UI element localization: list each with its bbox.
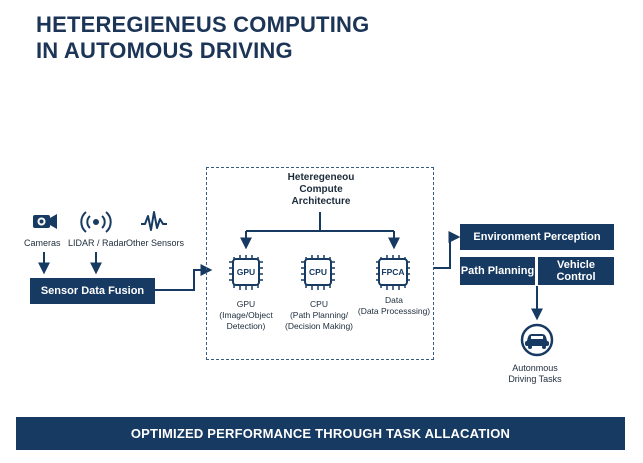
gpu-chip-label: GPU — [236, 267, 256, 277]
waveform-icon — [141, 211, 167, 231]
task-label-line: Autonmous — [512, 363, 558, 373]
title-line-2: IN AUTOMOUS DRIVING — [36, 38, 293, 63]
cpu-chip-icon — [301, 255, 335, 290]
gpu-chip-icon — [229, 255, 263, 290]
title-line-1: HETEREGIENEUS COMPUTING — [36, 12, 370, 37]
architecture-title-line: Compute — [299, 184, 343, 195]
gpu-caption-line: (Image/Object — [219, 310, 273, 320]
fpca-caption-line: (Data Processsing) — [357, 306, 431, 316]
sensor-label-lidar-radar: LIDAR / Radar — [68, 238, 127, 248]
environment-perception-box: Environment Perception — [460, 224, 614, 250]
path-planning-box: Path Planning — [460, 257, 535, 285]
gpu-caption-line: GPU — [236, 299, 256, 309]
cpu-caption-line: (Decision Making) — [284, 321, 354, 331]
bottom-banner: OPTIMIZED PERFORMANCE THROUGH TASK ALLAC… — [16, 417, 625, 450]
sensor-label-other: Other Sensors — [126, 238, 185, 248]
fpca-caption-line: Data — [385, 295, 403, 305]
task-label-line: Driving Tasks — [508, 374, 562, 384]
autonomous-tasks-label: Autonmous Driving Tasks — [495, 363, 575, 385]
fpca-caption: Data (Data Processsing) — [352, 295, 436, 317]
fusion-to-architecture-arrow — [155, 264, 213, 291]
architecture-to-outputs-arrow — [434, 231, 461, 269]
cpu-chip-label: CPU — [309, 267, 327, 277]
fpca-chip-icon — [376, 255, 410, 290]
camera-icon — [33, 214, 57, 229]
sensor-data-fusion-box: Sensor Data Fusion — [30, 278, 155, 304]
cpu-caption: CPU (Path Planning/ (Decision Making) — [278, 299, 360, 332]
gpu-caption-line: Detection) — [226, 321, 266, 331]
architecture-title: Heteregeneou Compute Architecture — [256, 172, 386, 208]
car-icon — [520, 323, 554, 357]
architecture-title-line: Heteregeneou — [287, 172, 355, 183]
page-title: HETEREGIENEUS COMPUTING IN AUTOMOUS DRIV… — [36, 12, 369, 64]
vehicle-control-box: Vehicle Control — [538, 257, 614, 285]
fpca-chip-label: FPCA — [381, 267, 405, 277]
sensor-label-cameras: Cameras — [24, 238, 61, 248]
gpu-caption: GPU (Image/Object Detection) — [206, 299, 286, 332]
compute-architecture-group — [206, 167, 434, 360]
lidar-radar-icon — [80, 211, 112, 233]
architecture-title-line: Architecture — [291, 196, 351, 207]
cpu-caption-line: (Path Planning/ — [289, 310, 349, 320]
architecture-distribution-arrows — [240, 212, 400, 250]
cpu-caption-line: CPU — [310, 299, 328, 309]
